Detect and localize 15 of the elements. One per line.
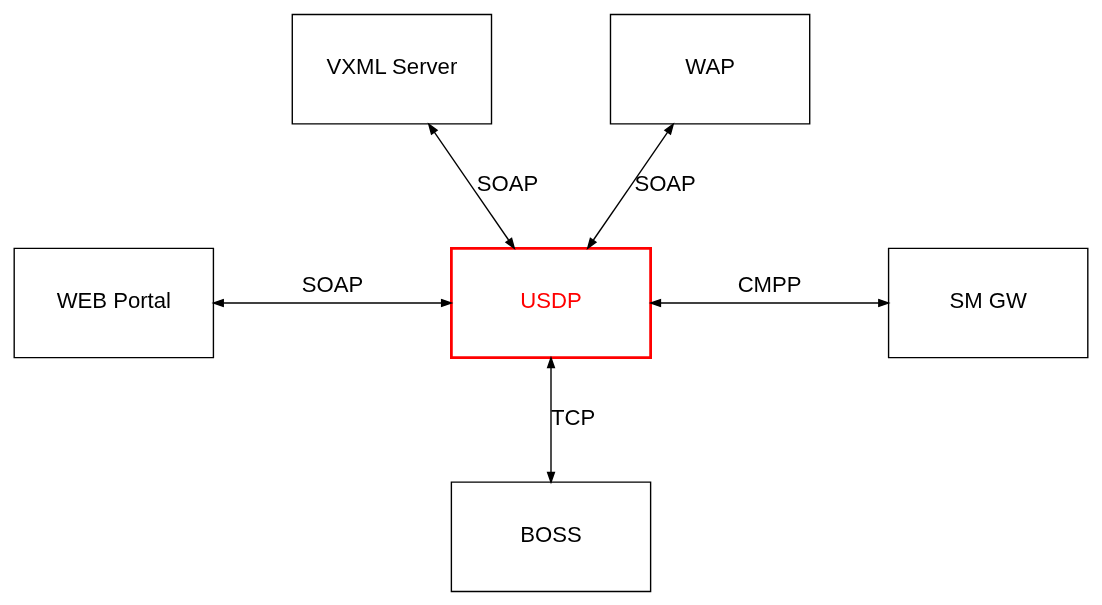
edge-label: SOAP [476,170,539,196]
node-box: WAP [609,13,811,124]
edge-label: CMPP [737,271,802,297]
node-box: VXML Server [291,13,493,124]
arrow [211,298,454,307]
node-box: USDP [450,246,652,359]
node-box: WEB Portal [13,247,215,358]
arrow [586,121,675,250]
edge-label: SOAP [634,170,696,196]
arrow [648,298,891,307]
edge-label: SOAP [301,271,364,297]
node-box: SM GW [887,247,1089,358]
node-box: BOSS [450,481,652,592]
arrow [546,355,556,484]
arrow [427,121,516,250]
